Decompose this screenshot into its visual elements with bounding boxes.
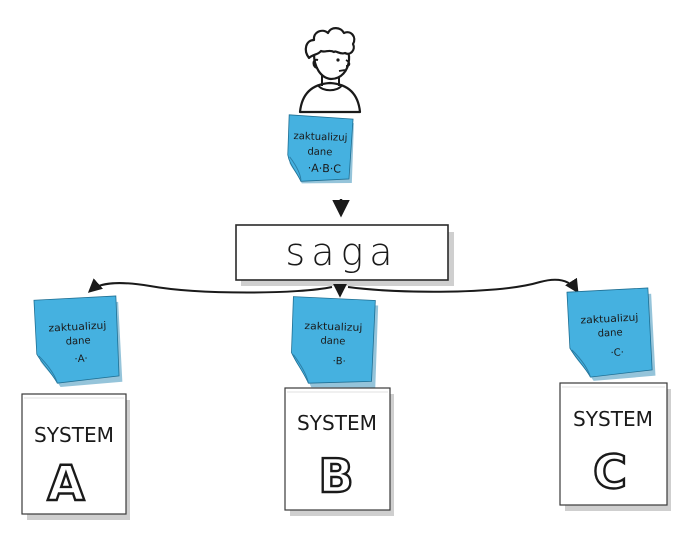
note-b-line2: dane — [320, 336, 345, 348]
saga-box: saga — [235, 224, 454, 286]
system-card-b: SYSTEM B — [284, 387, 394, 516]
arrow-to-system-c — [347, 277, 579, 294]
system-a-letter: A — [47, 456, 84, 512]
top-note-line1: zaktualizuj — [293, 131, 347, 144]
note-c-line1: zaktualizuj — [580, 313, 638, 327]
top-note-line3: ·A·B·C — [307, 162, 341, 176]
saga-label: saga — [285, 230, 398, 274]
note-a-line2: dane — [65, 335, 91, 347]
top-note-line2: dane — [307, 146, 332, 158]
user-icon — [298, 27, 362, 114]
system-card-c: SYSTEM C — [559, 382, 671, 511]
system-card-a: SYSTEM A — [21, 393, 130, 520]
note-c-line2: dane — [597, 327, 623, 339]
note-c-line3: ·C· — [610, 347, 624, 359]
note-a-line3: ·A· — [74, 354, 88, 366]
system-a-title: SYSTEM — [34, 423, 114, 447]
system-c-title: SYSTEM — [573, 407, 653, 431]
arrow-to-system-a — [87, 278, 333, 294]
system-b-title: SYSTEM — [297, 411, 377, 435]
note-a-line1: zaktualizuj — [48, 321, 106, 335]
system-b-letter: B — [318, 449, 353, 503]
note-b-line3: ·B· — [332, 356, 346, 367]
system-c-letter: C — [593, 445, 627, 499]
sticky-note-a: zaktualizuj dane ·A· — [33, 295, 123, 387]
sticky-note-top: zaktualizuj dane ·A·B·C — [287, 114, 354, 184]
sticky-note-b: zaktualizuj dane ·B· — [291, 296, 379, 388]
note-b-line1: zaktualizuj — [304, 321, 362, 334]
sticky-note-c: zaktualizuj dane ·C· — [566, 287, 656, 381]
